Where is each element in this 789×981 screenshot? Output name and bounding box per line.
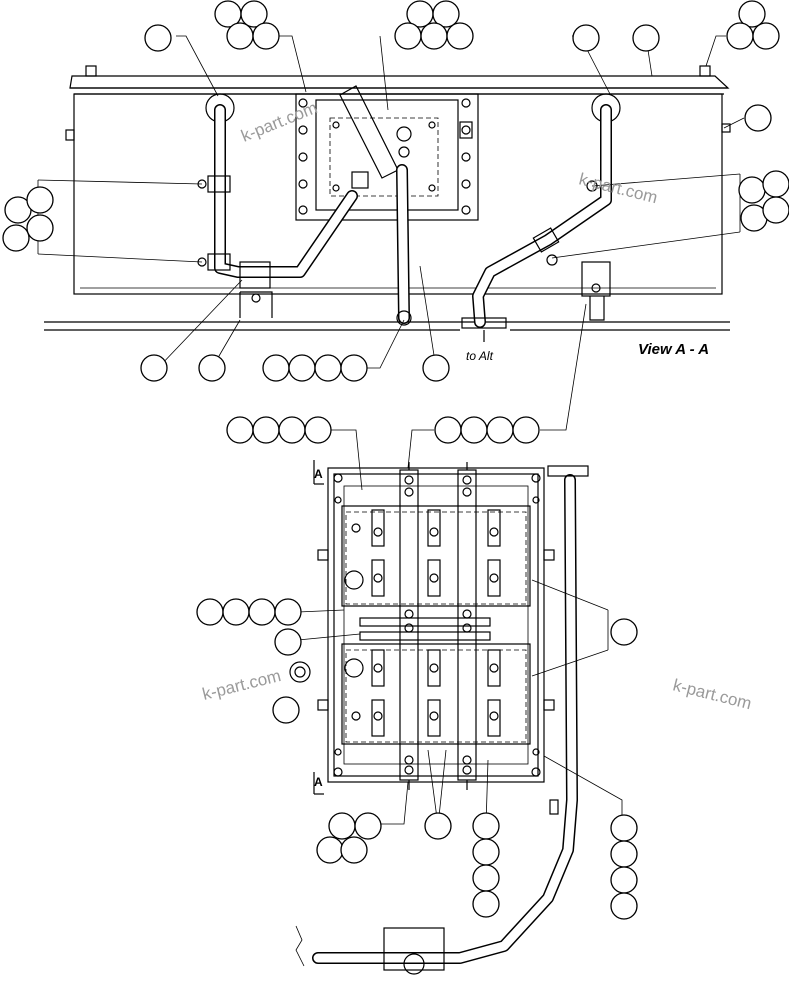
view-label: View A - A	[638, 341, 709, 358]
callout-balloons-plan	[196, 416, 638, 920]
watermark-3: k-part.com	[200, 666, 283, 704]
callout-balloons-top	[2, 0, 789, 382]
to-alt-label: to Alt	[466, 349, 494, 363]
section-marker-top: A	[314, 467, 323, 481]
watermark-1: k-part.com	[238, 98, 320, 146]
watermark-2: k-part.com	[577, 169, 660, 207]
section-marker-bottom: A	[314, 775, 323, 789]
battery-box-side-view	[37, 35, 745, 369]
watermark-4: k-part.com	[671, 675, 754, 713]
battery-box-plan-view: A A	[289, 303, 623, 975]
